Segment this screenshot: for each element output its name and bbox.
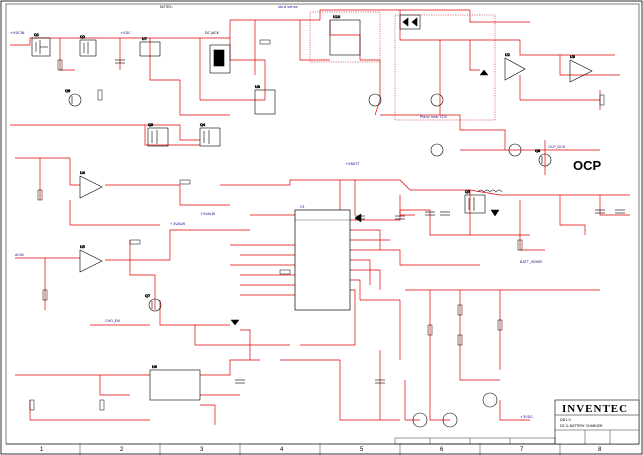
svg-text:Q4: Q4 [200, 123, 206, 127]
zone-label-3: 3 [200, 447, 204, 453]
ic-u10: U10 [329, 15, 361, 56]
zone-label-7: 7 [520, 447, 524, 453]
svg-text:Q5: Q5 [465, 190, 470, 194]
inductor-l1 [477, 189, 503, 193]
net-label-3valw: +3VALW [170, 222, 186, 226]
svg-text:U4: U4 [80, 171, 86, 175]
svg-text:U10: U10 [333, 15, 341, 19]
svg-text:Q8: Q8 [535, 149, 541, 153]
svg-text:Q7: Q7 [145, 294, 150, 298]
company-name: INVENTEC [562, 403, 628, 415]
svg-text:Q3: Q3 [148, 123, 153, 127]
svg-text:U6: U6 [152, 365, 158, 369]
svg-text:U2: U2 [505, 53, 510, 57]
mosfet-q1: Q1 [31, 33, 51, 57]
opamp-u2: U2 [504, 53, 526, 81]
net-label-acin: ACIN [15, 253, 24, 257]
transistor-q6: Q6 [65, 89, 82, 107]
svg-text:U1: U1 [300, 205, 305, 209]
svg-text:U3: U3 [570, 55, 575, 59]
zone-label-5: 5 [360, 447, 364, 453]
net-label-vdc: +VDC [120, 31, 131, 35]
model-name: DD1.0 [560, 418, 571, 422]
notes-title: NOTES: [160, 5, 173, 9]
vout-sense-note: Vout sense [278, 5, 298, 9]
revision-block [394, 437, 556, 445]
transistor-q8: Q8 [535, 149, 552, 167]
zone-label-6: 6 [440, 447, 444, 453]
ocp-annotation: OCP [573, 158, 602, 173]
mosfet-q4: Q4 [199, 123, 221, 147]
transistor-q7: Q7 [145, 294, 162, 312]
net-label-chg-en: CHG_EN [105, 319, 120, 323]
net-label-vbatt: +VBATT [345, 162, 360, 166]
ic-u7: U7 [139, 37, 161, 57]
zone-label-2: 2 [120, 447, 124, 453]
net-label-ocp-dck: OCP_DCK [548, 145, 566, 149]
sheet-title: DC & BATTERY CHARGER [560, 424, 603, 428]
opamp-u5: U5 [79, 245, 103, 273]
mosfet-q5: Q5 [464, 190, 486, 214]
regulator-u6: U6 [149, 365, 201, 401]
mosfet-q3: Q3 [147, 123, 169, 147]
net-label-3vdc: +3VDC [520, 415, 534, 419]
svg-text:U7: U7 [142, 37, 147, 41]
svg-text:Q2: Q2 [80, 35, 85, 39]
svg-text:U5: U5 [80, 245, 85, 249]
net-label-batt-sense: BATT_SENSE [520, 260, 543, 264]
net-labels: +VDCIN +VDC +VBATT +5VALW +3VALW ACIN CH… [10, 31, 566, 419]
ic-u8: U8 [254, 85, 276, 115]
power-mosfets [412, 392, 498, 428]
svg-text:Q1: Q1 [34, 33, 39, 37]
svg-text:Q6: Q6 [65, 89, 71, 93]
mosfet-q2: Q2 [79, 35, 97, 57]
dc-jack: DC JACK [205, 31, 231, 74]
opamp-u3: U3 [569, 55, 593, 83]
zone-label-8: 8 [598, 447, 602, 453]
diodes [230, 69, 500, 326]
group-boxes [309, 11, 496, 121]
controller-u1: U1 [294, 205, 351, 311]
net-label-5valw: +5VALW [200, 212, 216, 216]
title-block: INVENTEC DD1.0 DC & BATTERY CHARGER [554, 399, 640, 445]
transistor-q9 [368, 93, 522, 157]
zone-label-4: 4 [280, 447, 284, 453]
diode-array [399, 14, 421, 30]
net-label-vdcin: +VDCIN [10, 31, 25, 35]
place-near-note: Place near LT.K [420, 115, 447, 119]
dc-jack-label: DC JACK [205, 31, 220, 35]
svg-text:U8: U8 [255, 85, 261, 89]
resistors [29, 39, 605, 411]
opamp-u4: U4 [79, 171, 103, 199]
zone-label-1: 1 [40, 447, 44, 453]
